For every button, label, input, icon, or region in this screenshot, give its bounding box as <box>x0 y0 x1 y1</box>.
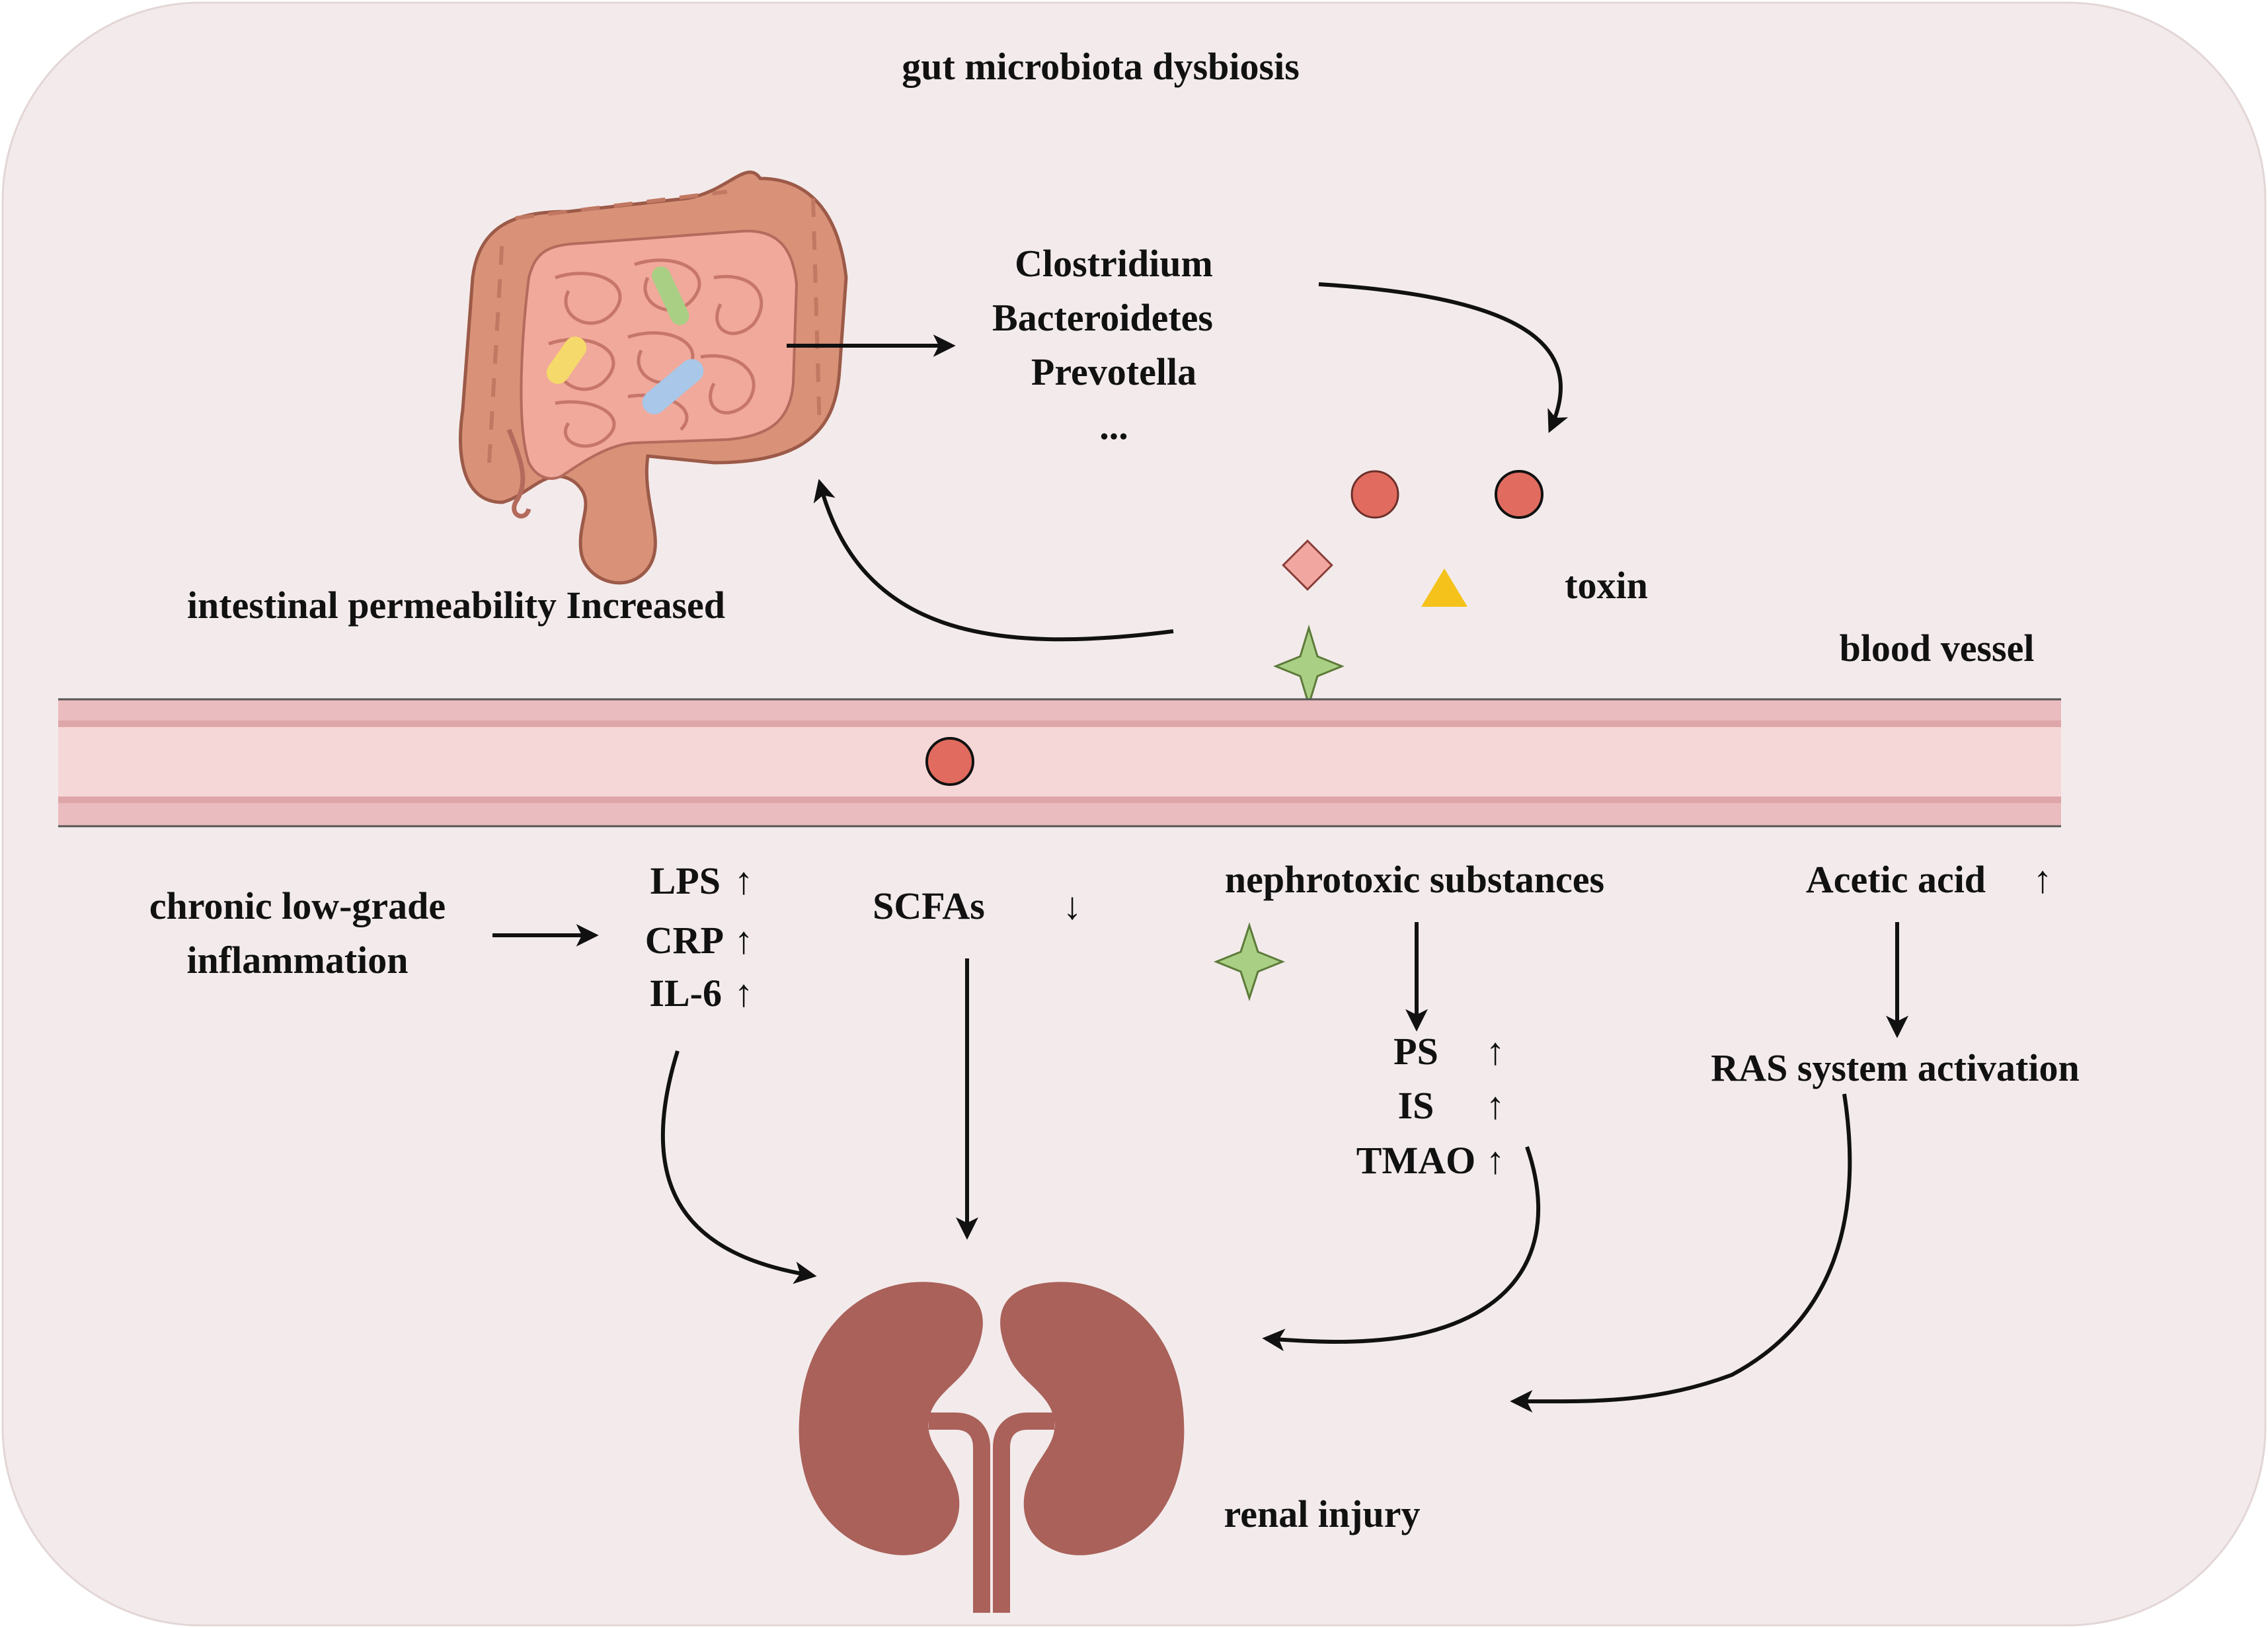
toxin-circle <box>1495 470 1544 519</box>
right-ureter <box>993 1413 1054 1613</box>
arrow-ras-to-kidney <box>1510 1093 1852 1413</box>
toxin-particles <box>1273 470 1544 709</box>
left-kidney <box>799 1282 983 1555</box>
toxin-label: toxin <box>1565 564 1648 607</box>
nephrotoxic-trend: ↑ <box>1486 1139 1505 1182</box>
ras-label: RAS system activation <box>1711 1046 2079 1089</box>
inflammation-label: inflammation <box>186 939 408 982</box>
nephrotoxic-item: TMAO <box>1356 1139 1475 1182</box>
marker-name: LPS <box>650 859 721 902</box>
toxin-circle <box>1350 470 1399 519</box>
nephrotoxic-items: PS ↑ IS ↑ TMAO ↑ <box>1356 1030 1505 1182</box>
kidney-illustration <box>799 1282 1185 1613</box>
bacteria-item: Prevotella <box>1031 350 1196 393</box>
blood-vessel-label: blood vessel <box>1840 627 2035 670</box>
arrow-markers-to-kidney <box>660 1050 817 1284</box>
vessel-toxin-circle <box>925 737 974 786</box>
left-ureter <box>929 1413 990 1613</box>
bacteria-item: Bacteroidetes <box>992 296 1213 339</box>
nephrotoxic-item: PS <box>1393 1030 1438 1073</box>
arrow-nephrotoxic-to-kidney <box>1262 1146 1541 1352</box>
marker-name: IL-6 <box>649 972 722 1015</box>
nephrotoxic-trend: ↑ <box>1486 1084 1505 1127</box>
marker-name: CRP <box>645 919 724 962</box>
scfas-label: SCFAs <box>873 884 985 927</box>
scfas-trend: ↓ <box>1063 884 1082 927</box>
nephrotoxic-label: nephrotoxic substances <box>1225 858 1604 901</box>
bacteria-item: Clostridium <box>1015 242 1213 285</box>
arrow-bacteria-to-toxin <box>1318 282 1569 434</box>
nephrotoxic-item: IS <box>1398 1084 1434 1127</box>
bacteria-list: Clostridium Bacteroidetes Prevotella ... <box>992 242 1213 447</box>
right-kidney <box>1000 1282 1185 1555</box>
diagram-title: gut microbiota dysbiosis <box>902 45 1300 88</box>
toxin-diamond <box>1282 539 1333 591</box>
renal-injury-label: renal injury <box>1224 1492 1421 1535</box>
arrow-toxin-to-permeability <box>813 479 1174 642</box>
marker-trend: ↑ <box>734 859 754 902</box>
intestine-illustration <box>459 171 848 585</box>
acetic-label: Acetic acid <box>1806 858 1986 901</box>
toxin-triangle <box>1421 568 1467 607</box>
inflammation-label: chronic low-grade <box>149 884 446 927</box>
bacteria-item: ... <box>1099 405 1128 447</box>
permeability-label: intestinal permeability Increased <box>187 584 725 627</box>
nephrotoxic-star <box>1214 922 1285 1001</box>
inflammation-markers: LPS ↑ CRP ↑ IL-6 ↑ <box>645 859 754 1015</box>
marker-trend: ↑ <box>734 972 754 1015</box>
nephrotoxic-trend: ↑ <box>1486 1030 1505 1073</box>
acetic-trend: ↑ <box>2033 858 2053 901</box>
marker-trend: ↑ <box>734 919 754 962</box>
blood-vessel <box>58 698 2061 828</box>
